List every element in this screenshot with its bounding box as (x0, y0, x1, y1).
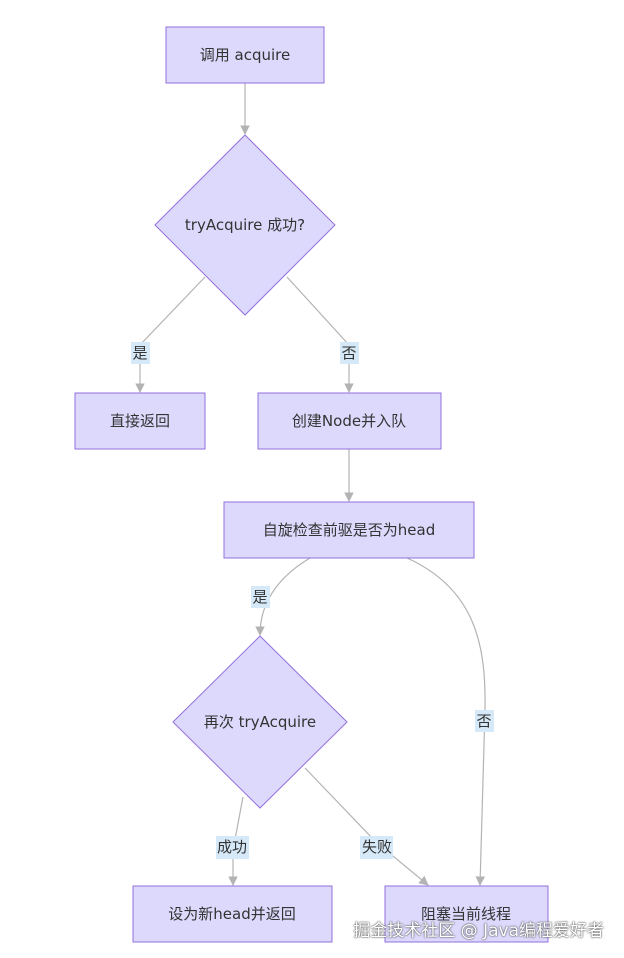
svg-text:否: 否 (341, 344, 356, 362)
decision-try-acquire: tryAcquire 成功? (154, 134, 336, 316)
edge-label-fail: 失败 (360, 836, 393, 859)
svg-text:否: 否 (476, 712, 491, 730)
svg-text:是: 是 (132, 344, 147, 362)
svg-text:tryAcquire 成功?: tryAcquire 成功? (185, 216, 305, 234)
node-call-acquire: 调用 acquire (165, 26, 325, 84)
svg-text:失败: 失败 (362, 838, 392, 856)
edge-label-no: 否 (475, 710, 494, 732)
svg-text:是: 是 (252, 588, 267, 606)
edge-check-to-return (135, 276, 206, 393)
decision-try-again: 再次 tryAcquire (172, 635, 348, 809)
node-create-enqueue: 创建Node并入队 (257, 392, 442, 450)
svg-text:阻塞当前线程: 阻塞当前线程 (421, 905, 511, 923)
edge-retry-to-block (304, 767, 429, 886)
svg-text:直接返回: 直接返回 (110, 412, 170, 430)
watermark: 掘金技术社区 @ Java编程爱好者 (353, 921, 604, 941)
svg-text:自旋检查前驱是否为head: 自旋检查前驱是否为head (263, 521, 435, 539)
node-return-direct: 直接返回 (74, 392, 206, 450)
svg-text:调用 acquire: 调用 acquire (200, 46, 290, 64)
edge-label-yes: 是 (131, 342, 150, 364)
svg-text:设为新head并返回: 设为新head并返回 (168, 905, 295, 923)
edge-spin-to-retry (255, 557, 311, 636)
svg-text:再次 tryAcquire: 再次 tryAcquire (204, 713, 316, 731)
edge-spin-to-block (406, 557, 486, 886)
node-set-head-return: 设为新head并返回 (132, 885, 333, 943)
svg-text:创建Node并入队: 创建Node并入队 (292, 412, 406, 430)
node-spin-check: 自旋检查前驱是否为head (223, 501, 475, 559)
edge-label-success: 成功 (216, 836, 249, 859)
edge-label-no: 否 (340, 342, 359, 364)
node-block-thread: 阻塞当前线程 (384, 885, 549, 943)
edge-label-yes: 是 (251, 586, 270, 608)
edge-check-to-enqueue (286, 276, 354, 393)
svg-text:成功: 成功 (217, 838, 247, 856)
